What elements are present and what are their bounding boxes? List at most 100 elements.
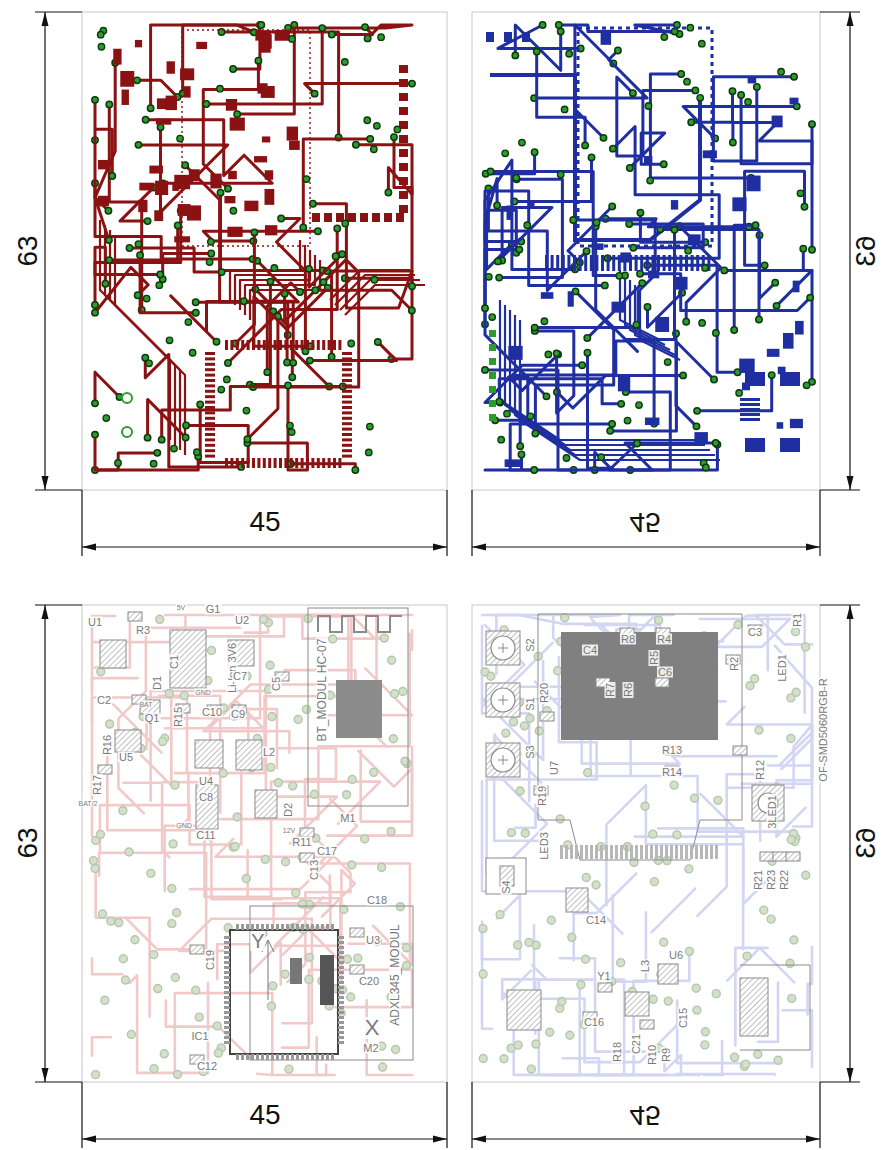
board-outline bbox=[472, 605, 820, 1082]
via bbox=[409, 283, 415, 289]
smd-pad bbox=[504, 32, 512, 42]
button-outline bbox=[486, 631, 520, 665]
via bbox=[609, 421, 615, 427]
copper-trace bbox=[609, 443, 716, 470]
mounting-hole bbox=[122, 427, 132, 437]
via bbox=[543, 393, 549, 399]
via bbox=[487, 672, 495, 680]
via bbox=[627, 165, 633, 171]
via bbox=[174, 1071, 182, 1079]
copper-trace bbox=[568, 207, 612, 263]
part-designator: C20 bbox=[358, 976, 380, 987]
smd-pad bbox=[228, 171, 237, 179]
via bbox=[800, 246, 806, 252]
copper-trace bbox=[485, 191, 605, 308]
smd-pad bbox=[275, 30, 290, 41]
via bbox=[391, 134, 397, 140]
via bbox=[534, 48, 540, 54]
via bbox=[797, 190, 803, 196]
extension-line bbox=[819, 1082, 820, 1148]
smd-pad bbox=[342, 449, 352, 452]
via bbox=[531, 467, 537, 473]
dimension-line bbox=[849, 605, 850, 1082]
via bbox=[807, 294, 813, 300]
smd-pad bbox=[236, 340, 239, 350]
smd-pad bbox=[612, 302, 625, 313]
copper-trace bbox=[535, 331, 574, 413]
smd-pad bbox=[512, 374, 519, 380]
smd-pad bbox=[257, 458, 260, 468]
smd-pad bbox=[265, 225, 277, 235]
dimension-arrowhead bbox=[806, 1136, 820, 1143]
smd-pad bbox=[338, 996, 344, 999]
part-designator: R2 bbox=[729, 656, 740, 672]
via bbox=[761, 262, 767, 268]
via bbox=[267, 763, 275, 771]
smd-pad bbox=[98, 160, 109, 169]
smd-pad bbox=[690, 845, 693, 859]
smd-pad bbox=[317, 340, 320, 350]
smd-pad bbox=[296, 1054, 299, 1060]
chip-component bbox=[773, 852, 787, 861]
smd-pad bbox=[252, 458, 255, 468]
smd-pad bbox=[338, 1011, 344, 1014]
copper-trace bbox=[95, 372, 120, 403]
copper-trace bbox=[588, 353, 613, 470]
dimension-arrowhead bbox=[847, 476, 854, 490]
via bbox=[521, 722, 529, 730]
component-outline bbox=[658, 964, 678, 984]
via bbox=[486, 274, 492, 280]
smd-pad bbox=[573, 255, 576, 271]
copper-trace bbox=[485, 179, 546, 397]
copper-trace bbox=[485, 250, 519, 325]
copper-trace bbox=[783, 1010, 812, 1067]
via bbox=[736, 390, 742, 396]
via bbox=[673, 831, 681, 839]
part-designator: C12 bbox=[196, 1061, 218, 1072]
smd-pad bbox=[225, 340, 228, 350]
via bbox=[694, 408, 700, 414]
copper-trace bbox=[186, 405, 248, 463]
smd-pad bbox=[167, 61, 175, 73]
smd-pad bbox=[338, 951, 344, 954]
smd-pad bbox=[281, 924, 284, 930]
part-designator: LED1 bbox=[777, 653, 788, 683]
smd-pad bbox=[676, 277, 688, 290]
via bbox=[514, 1041, 522, 1049]
smd-pad bbox=[241, 340, 244, 350]
via bbox=[699, 320, 705, 326]
via bbox=[281, 970, 289, 978]
via bbox=[584, 350, 590, 356]
smd-pad bbox=[545, 255, 548, 271]
smd-pad bbox=[306, 458, 309, 468]
smd-pad bbox=[630, 845, 633, 859]
copper-trace bbox=[534, 925, 677, 1062]
via bbox=[290, 360, 296, 366]
smd-pad bbox=[556, 255, 559, 271]
via bbox=[157, 271, 163, 277]
smd-pad bbox=[328, 458, 331, 468]
copper-trace bbox=[217, 942, 281, 984]
via bbox=[790, 936, 798, 944]
smd-pad bbox=[338, 1036, 344, 1039]
copper-trace bbox=[183, 25, 262, 93]
button-outline bbox=[486, 683, 520, 717]
via bbox=[332, 253, 338, 259]
via bbox=[479, 970, 487, 978]
via bbox=[772, 279, 778, 285]
dimension-arrowhead bbox=[472, 544, 486, 551]
smd-pad bbox=[139, 183, 154, 191]
smd-pad bbox=[296, 924, 299, 930]
smd-pad bbox=[331, 1054, 334, 1060]
via bbox=[409, 307, 415, 313]
via bbox=[671, 227, 677, 233]
via bbox=[143, 295, 149, 301]
dimension-value: 45 bbox=[628, 1101, 661, 1129]
part-designator: R22 bbox=[779, 869, 790, 891]
via bbox=[305, 975, 313, 983]
trace-bus bbox=[115, 235, 185, 455]
smd-pad bbox=[607, 255, 610, 271]
smd-pad bbox=[338, 340, 341, 350]
via bbox=[547, 916, 555, 924]
smd-pad bbox=[276, 924, 279, 930]
